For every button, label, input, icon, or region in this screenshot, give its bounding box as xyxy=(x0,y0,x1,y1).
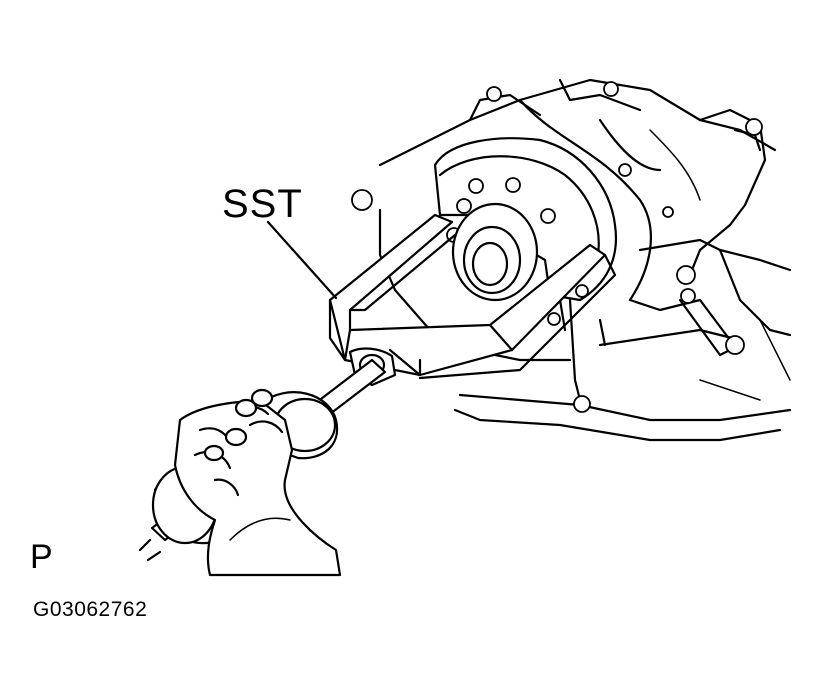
sst-puller-yoke xyxy=(328,213,617,380)
sst-callout-label: SST xyxy=(222,182,303,226)
sst-leader-line xyxy=(266,220,338,300)
view-marker: P xyxy=(30,538,53,576)
hand xyxy=(173,388,342,577)
figure-code: G03062762 xyxy=(33,598,148,621)
hub-bearing xyxy=(451,202,539,302)
